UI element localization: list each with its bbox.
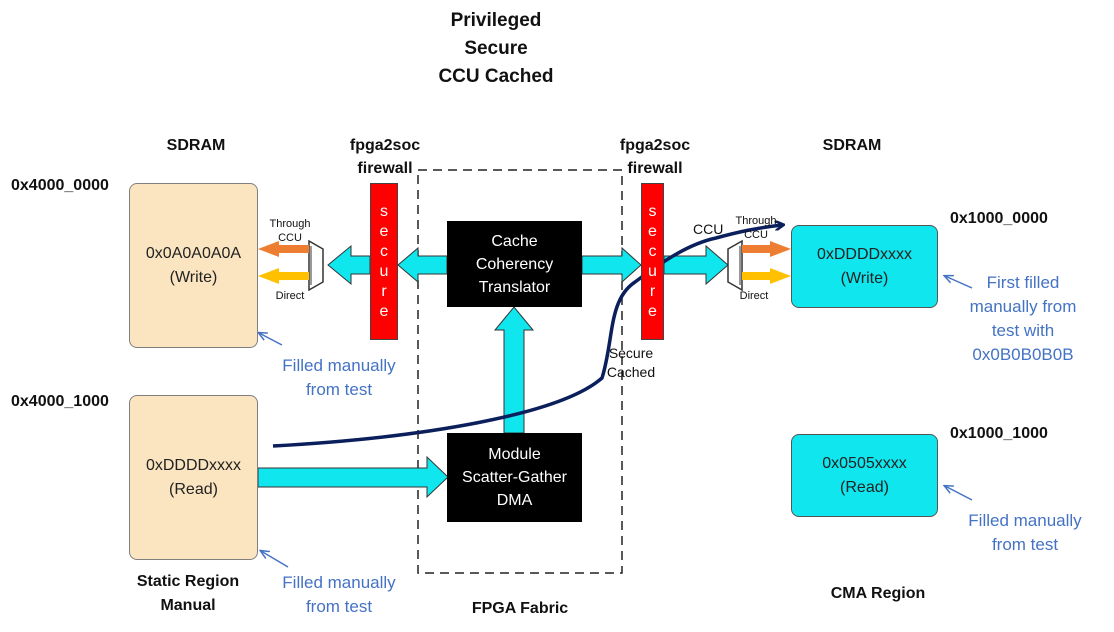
right-fw-letter-4: u — [648, 262, 657, 280]
left-read-box: 0xDDDDxxxx (Read) — [129, 395, 258, 560]
note-arrow-left-bottom — [261, 551, 289, 568]
note-arrow-right-bottom — [945, 486, 973, 501]
left-mux-through-line-1: Through — [269, 218, 311, 230]
left-firewall-bar: s e c u r e — [370, 183, 398, 340]
left-region-line-1: Static Region — [136, 573, 240, 590]
dma-line-1: Module — [488, 446, 541, 463]
right-mux-through-line-1: Through — [735, 215, 777, 227]
right-note-top-line-4: 0x0B0B0B0B — [972, 345, 1074, 364]
left-write-box: 0x0A0A0A0A (Write) — [129, 183, 258, 348]
right-fw-letter-2: e — [648, 222, 657, 240]
right-firewall-label-line-2: firewall — [627, 160, 683, 177]
left-fw-letter-4: u — [379, 262, 389, 280]
left-fw-letter-6: e — [379, 302, 389, 320]
right-fw-letter-3: c — [648, 242, 657, 260]
right-fw-letter-5: r — [649, 282, 656, 300]
left-fw-letter-5: r — [381, 282, 387, 300]
left-addr-top: 0x4000_0000 — [11, 177, 109, 194]
right-sdram-header: SDRAM — [822, 137, 882, 154]
right-ccu-label: CCU — [693, 221, 724, 237]
left-note-bottom-line-2: from test — [305, 597, 373, 616]
left-direct-arrow — [258, 268, 309, 284]
note-arrow-right-top — [945, 276, 973, 289]
right-read-mode: (Read) — [840, 478, 889, 496]
left-addr-bottom: 0x4000_1000 — [11, 393, 109, 410]
dma-line-3: DMA — [496, 492, 533, 509]
right-note-top-line-2: manually from — [969, 297, 1077, 316]
left-note-bottom-line-1: Filled manually — [282, 573, 396, 592]
cct-line-2: Coherency — [475, 255, 554, 273]
right-direct-arrow — [742, 268, 791, 284]
right-note-bottom-line-1: Filled manually — [968, 511, 1082, 530]
left-sdram-header: SDRAM — [166, 137, 226, 154]
right-firewall-bar: s e c u r e — [641, 183, 664, 340]
left-fw-letter-1: s — [380, 202, 388, 220]
right-fw-letter-6: e — [648, 302, 657, 320]
cache-coherency-translator: Cache Coherency Translator — [447, 221, 582, 307]
arrow-right-firewall-to-mux — [663, 244, 729, 286]
title-line-1: Privileged — [450, 10, 542, 31]
right-mux — [727, 239, 743, 292]
left-mux-direct: Direct — [275, 290, 305, 302]
right-read-value: 0x0505xxxx — [822, 454, 907, 472]
title-line-2: Secure — [464, 38, 528, 59]
title-line-3: CCU Cached — [438, 66, 554, 87]
left-through-ccu-arrow — [258, 241, 309, 257]
right-fw-letter-1: s — [648, 202, 657, 220]
left-write-mode: (Write) — [169, 268, 218, 286]
left-firewall-label-line-1: fpga2soc — [349, 137, 421, 154]
right-note-top-line-1: First filled — [986, 273, 1060, 292]
right-addr-top: 0x1000_0000 — [950, 210, 1048, 227]
left-note-top-line-2: from test — [305, 380, 373, 399]
left-firewall-label-line-2: firewall — [357, 160, 413, 177]
arrow-dma-to-cct — [493, 306, 535, 434]
right-write-box: 0xDDDDxxxx (Write) — [791, 225, 938, 308]
right-note-top-line-3: test with — [991, 321, 1055, 340]
path-label-line-1: Secure — [608, 345, 654, 361]
path-label-line-2: Cached — [606, 364, 656, 380]
left-note-top-line-1: Filled manually — [282, 356, 396, 375]
cct-line-1: Cache — [491, 232, 538, 250]
left-read-value: 0xDDDDxxxx — [145, 456, 242, 474]
left-fw-letter-2: e — [379, 222, 389, 240]
arrow-left-firewall-to-mux — [327, 244, 371, 286]
left-fw-letter-3: c — [380, 242, 388, 260]
right-firewall-label-line-1: fpga2soc — [619, 137, 691, 154]
left-region-line-2: Manual — [160, 597, 216, 614]
arrow-cct-to-left-firewall — [397, 246, 448, 284]
dma-line-2: Scatter-Gather — [462, 469, 567, 486]
note-arrow-left-top — [259, 333, 283, 346]
left-mux-through-line-2: CCU — [278, 232, 302, 244]
left-read-mode: (Read) — [169, 480, 218, 498]
right-addr-bottom: 0x1000_1000 — [950, 425, 1048, 442]
right-note-bottom-line-2: from test — [991, 535, 1059, 554]
fpga-fabric-label: FPGA Fabric — [471, 600, 569, 617]
left-write-value: 0x0A0A0A0A — [145, 244, 242, 262]
right-write-value: 0xDDDDxxxx — [816, 245, 913, 263]
right-mux-through-line-2: CCU — [744, 229, 768, 241]
scatter-gather-dma: Module Scatter-Gather DMA — [447, 433, 582, 522]
arrow-read-to-dma — [257, 455, 449, 499]
right-region-label: CMA Region — [830, 585, 926, 602]
right-through-ccu-arrow — [742, 241, 791, 257]
right-read-box: 0x0505xxxx (Read) — [791, 434, 938, 517]
data-path-curve — [272, 225, 782, 448]
right-write-mode: (Write) — [840, 269, 889, 287]
fpga-fabric-boundary — [417, 169, 623, 574]
cct-line-3: Translator — [478, 278, 551, 296]
arrow-cct-to-right-firewall — [581, 246, 642, 284]
right-mux-direct: Direct — [739, 290, 769, 302]
